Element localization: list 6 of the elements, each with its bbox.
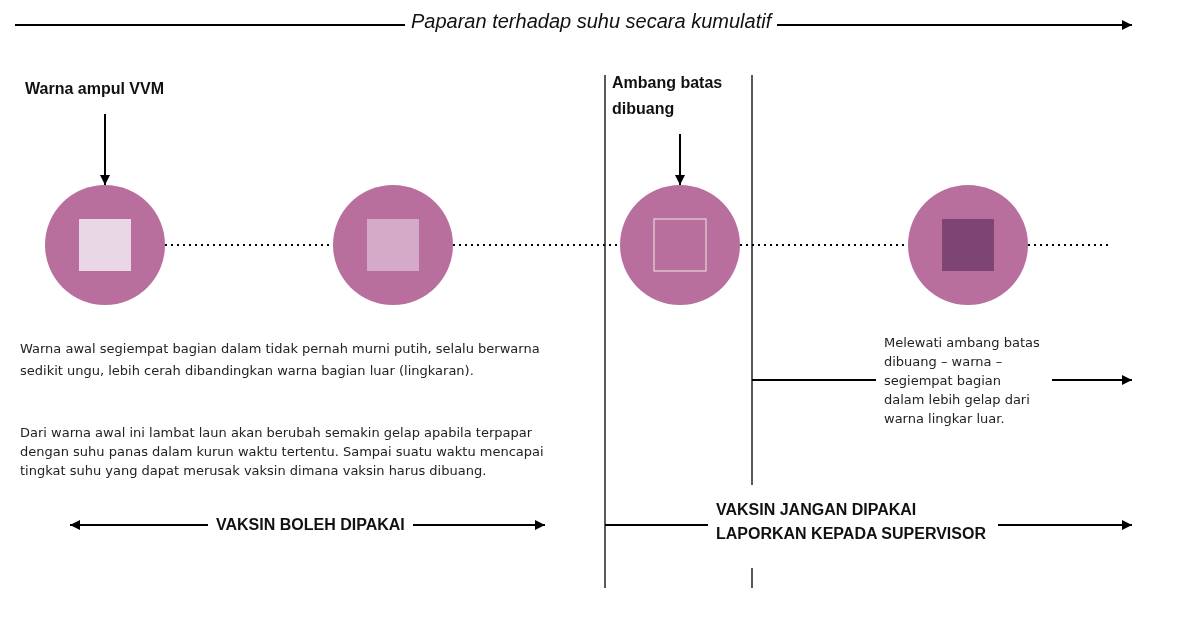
arrow	[100, 113, 110, 186]
title: Paparan terhadap suhu secara kumulatif	[405, 10, 778, 33]
dotted-line	[1027, 244, 1109, 246]
arrow	[675, 133, 685, 186]
heading-label: Warna ampul VVM	[25, 76, 225, 102]
heading-label: Ambang batas dibuang	[612, 70, 750, 122]
